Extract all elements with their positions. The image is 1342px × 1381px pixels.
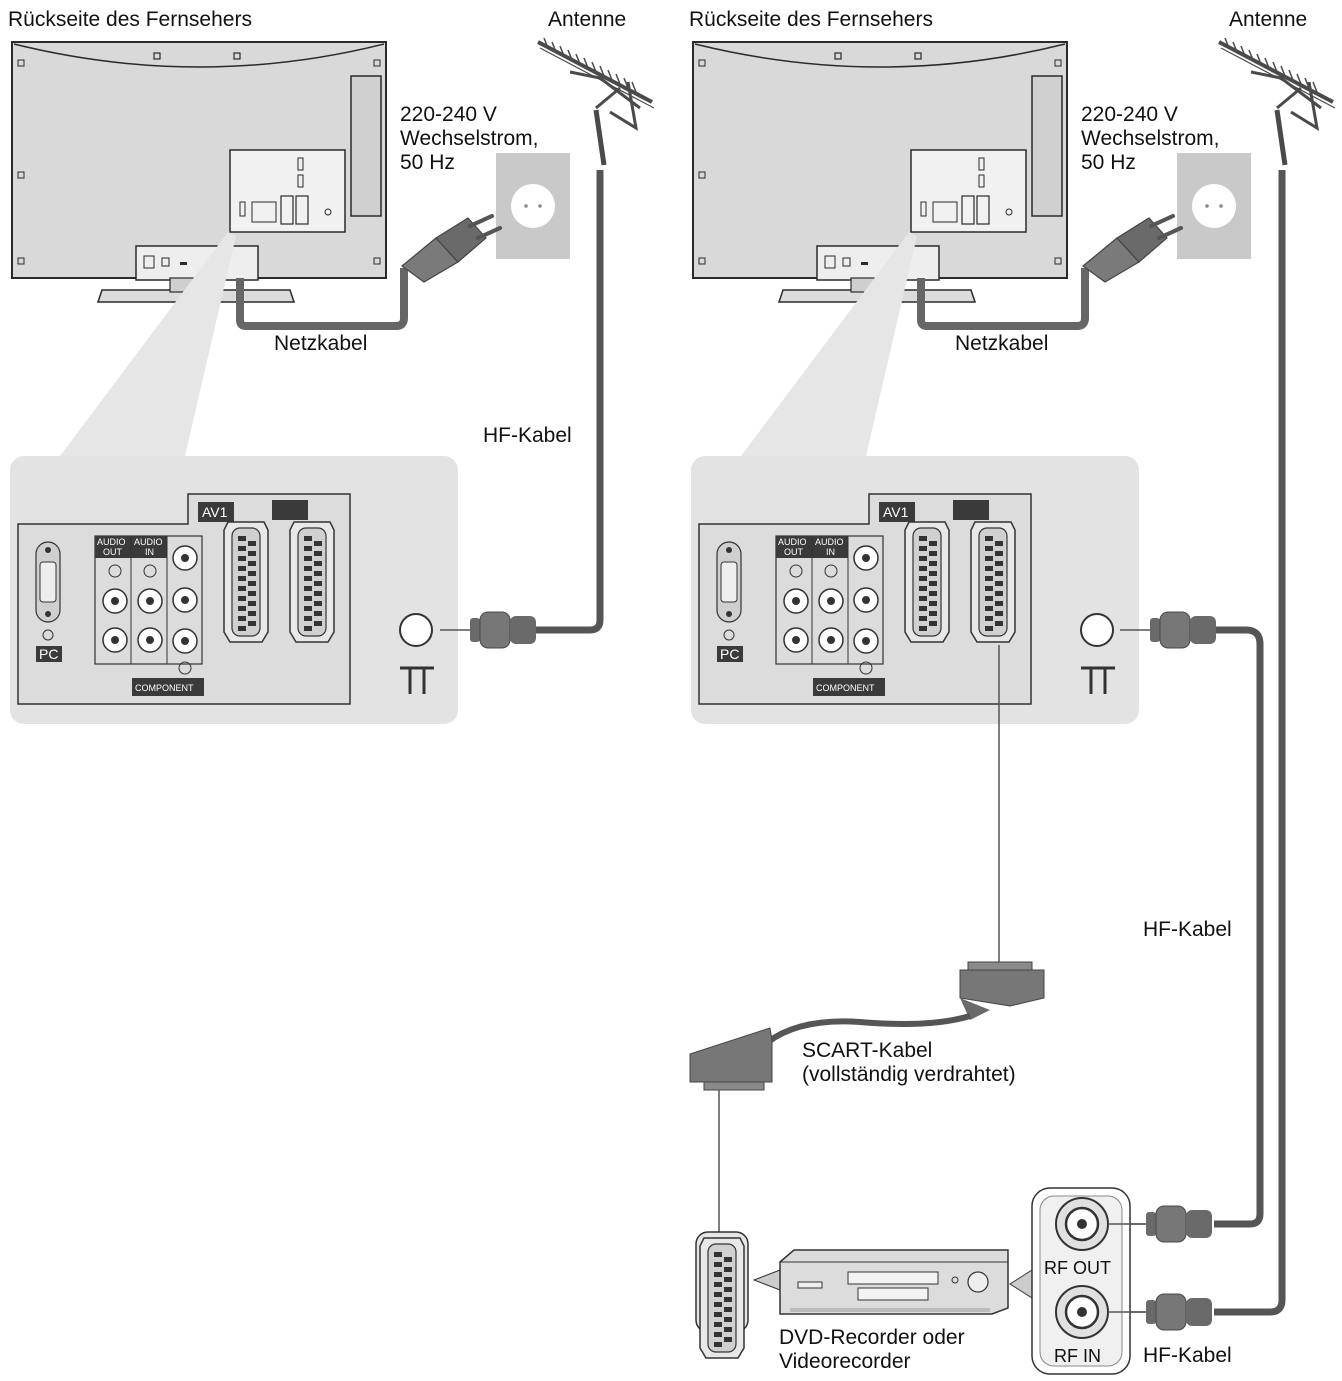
audio-in-label-right-2: IN [826, 547, 835, 557]
scart-socket-right-1 [904, 521, 950, 643]
mains-cable-label-right: Netzkabel [955, 332, 1048, 355]
audio-in-label-right-1: AUDIO [815, 537, 844, 547]
scart-socket-left-2 [289, 521, 335, 643]
scart-socket-right-2 [970, 521, 1016, 643]
rf-cable-recorder-to-tv [1214, 626, 1264, 1228]
component-label: COMPONENT [135, 683, 194, 693]
rf-cable-label-right-1: HF-Kabel [1143, 918, 1232, 941]
terminal-panel-left [8, 230, 460, 726]
av1-label: AV1 [202, 504, 228, 520]
antenna-label-right: Antenne [1229, 8, 1307, 31]
tv-back-right [692, 41, 1068, 303]
scart-cable [766, 1013, 971, 1045]
power-label-line1: 220-240 V [400, 103, 497, 126]
rf-cable-label-right-2: HF-Kabel [1143, 1344, 1232, 1367]
pc-label: PC [39, 646, 58, 662]
scart-socket-left-1 [223, 521, 269, 643]
wall-socket-right-icon [1177, 153, 1251, 259]
power-label-right-line2: Wechselstrom, [1081, 127, 1219, 150]
recorder-scart-socket-icon [695, 1231, 749, 1359]
recorder-rf-panel [1009, 1187, 1146, 1375]
audio-out-label-right-2: OUT [784, 547, 804, 557]
power-label-line3: 50 Hz [400, 151, 455, 174]
power-label-right-line3: 50 Hz [1081, 151, 1136, 174]
power-label-right-line1: 220-240 V [1081, 103, 1178, 126]
recorder-label-line2: Videorecorder [779, 1350, 911, 1373]
tv-back-label: Rückseite des Fernsehers [8, 8, 252, 31]
audio-in-label-2: IN [145, 547, 154, 557]
power-label-line2: Wechselstrom, [400, 127, 538, 150]
scart-cable-label-line2: (vollständig verdrahtet) [802, 1063, 1016, 1086]
audio-out-label-1: AUDIO [97, 537, 126, 547]
mains-cable-label: Netzkabel [274, 332, 367, 355]
audio-out-label-2: OUT [103, 547, 123, 557]
terminal-panel-right [689, 230, 1141, 726]
av1-label-right: AV1 [883, 504, 909, 520]
audio-out-label-right-1: AUDIO [778, 537, 807, 547]
tv-back-label-right: Rückseite des Fernsehers [689, 8, 933, 31]
antenna-left-icon [538, 38, 654, 165]
audio-in-label-1: AUDIO [134, 537, 163, 547]
antenna-label: Antenne [548, 8, 626, 31]
component-label-right: COMPONENT [816, 683, 875, 693]
scart-cable-label-line1: SCART-Kabel [802, 1039, 932, 1062]
wall-socket-left-icon [496, 153, 570, 259]
tv-back-left [11, 41, 387, 303]
dvd-recorder-icon [752, 1249, 1009, 1315]
rf-cable-label: HF-Kabel [483, 424, 572, 447]
left-diagram: Rückseite des Fernsehers Antenne 220-240… [8, 8, 654, 726]
rf-in-label: RF IN [1054, 1346, 1101, 1366]
rf-out-label: RF OUT [1044, 1258, 1111, 1278]
scart-plug-recorder-icon [689, 1027, 773, 1091]
antenna-right-icon [1219, 38, 1335, 165]
rf-cable-antenna-to-recorder [1214, 170, 1286, 1316]
pc-label-right: PC [720, 646, 739, 662]
scart-plug-tv-icon [959, 961, 1045, 1020]
rf-cable-left [530, 170, 604, 634]
right-diagram: Rückseite des Fernsehers Antenne 220-240… [689, 8, 1335, 1375]
recorder-label-line1: DVD-Recorder oder [779, 1326, 965, 1349]
